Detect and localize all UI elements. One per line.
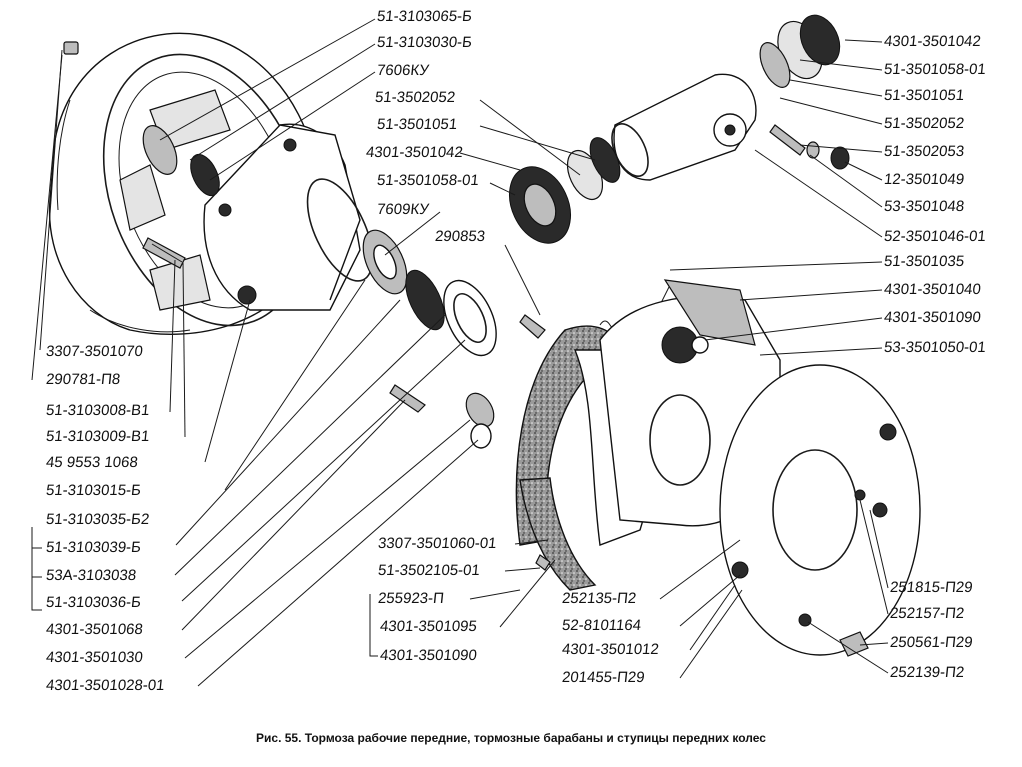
piston-left bbox=[566, 137, 621, 201]
adjuster-eccentric bbox=[389, 314, 551, 571]
label-52-8101164: 52-8101164 bbox=[561, 617, 642, 634]
label-51-3103015-b: 51-3103015-Б bbox=[45, 482, 142, 499]
brake-shoe-rear bbox=[519, 477, 597, 591]
label-51-3103039-b: 51-3103039-Б bbox=[45, 539, 142, 556]
label-4301-3501040: 4301-3501040 bbox=[883, 281, 982, 298]
label-51-3103035-b2: 51-3103035-Б2 bbox=[45, 511, 151, 528]
label-51-3103065-b: 51-3103065-Б bbox=[376, 8, 473, 25]
label-250561-p29: 250561-П29 bbox=[889, 634, 974, 651]
label-51-3501051-a: 51-3501051 bbox=[376, 116, 459, 133]
label-3307-3501070: 3307-3501070 bbox=[45, 343, 144, 360]
label-4301-3501090-b: 4301-3501090 bbox=[883, 309, 982, 326]
wheel-hub bbox=[203, 123, 374, 311]
label-4301-3501012: 4301-3501012 bbox=[561, 641, 660, 658]
label-51-3103030-b: 51-3103030-Б bbox=[376, 34, 473, 51]
label-51-3103008-v1: 51-3103008-В1 bbox=[45, 402, 151, 419]
label-51-3501058-01-a: 51-3501058-01 bbox=[376, 172, 480, 189]
label-51-3502053: 51-3502053 bbox=[883, 143, 966, 160]
label-52-3501046-01: 52-3501046-01 bbox=[883, 228, 987, 245]
label-51-3502052-a: 51-3502052 bbox=[374, 89, 457, 106]
label-251815-p29: 251815-П29 bbox=[889, 579, 974, 596]
label-290781-p8: 290781-П8 bbox=[45, 371, 122, 388]
label-51-3103009-v1: 51-3103009-В1 bbox=[45, 428, 151, 445]
label-53-3501048: 53-3501048 bbox=[883, 198, 966, 215]
label-3307-3501060-01: 3307-3501060-01 bbox=[377, 535, 498, 552]
hub-seal bbox=[443, 279, 497, 357]
label-12-3501049: 12-3501049 bbox=[883, 171, 966, 188]
label-4301-3501090-c: 4301-3501090 bbox=[379, 647, 478, 664]
dust-boot-left bbox=[509, 166, 571, 244]
anchor-bracket bbox=[719, 364, 921, 657]
label-7606ku: 7606КУ bbox=[376, 62, 430, 79]
label-290853: 290853 bbox=[434, 228, 487, 245]
figure-caption: Рис. 55. Тормоза рабочие передние, тормо… bbox=[256, 731, 766, 745]
label-7609ku: 7609КУ bbox=[376, 201, 430, 218]
bleeder-screw bbox=[769, 124, 850, 170]
label-4301-3501030: 4301-3501030 bbox=[45, 649, 144, 666]
label-51-3501035: 51-3501035 bbox=[883, 253, 966, 270]
label-201455-p29: 201455-П29 bbox=[561, 669, 646, 686]
label-4301-3501068: 4301-3501068 bbox=[45, 621, 144, 638]
label-4301-3501042-a: 4301-3501042 bbox=[365, 144, 464, 161]
label-51-3502105-01: 51-3502105-01 bbox=[377, 562, 481, 579]
label-53-3501050-01: 53-3501050-01 bbox=[883, 339, 987, 356]
label-4301-3501028-01: 4301-3501028-01 bbox=[45, 677, 166, 694]
label-45-9553-1068: 45 9553 1068 bbox=[45, 454, 139, 471]
leader-lines bbox=[31, 18, 889, 687]
label-4301-3501042-b: 4301-3501042 bbox=[883, 33, 982, 50]
label-252157-p2: 252157-П2 bbox=[889, 605, 966, 622]
label-4301-3501095: 4301-3501095 bbox=[379, 618, 478, 635]
label-51-3103036-b: 51-3103036-Б bbox=[45, 594, 142, 611]
piston-right bbox=[759, 14, 841, 88]
label-51-3502052-b: 51-3502052 bbox=[883, 115, 966, 132]
label-252135-p2: 252135-П2 bbox=[561, 590, 638, 607]
label-53a-3103038: 53А-3103038 bbox=[45, 567, 138, 584]
label-51-3501058-01-b: 51-3501058-01 bbox=[883, 61, 987, 78]
wheel-cylinder-top bbox=[611, 73, 757, 181]
outer-bearing bbox=[142, 125, 220, 197]
label-51-3501051-b: 51-3501051 bbox=[883, 87, 966, 104]
label-252139-p2: 252139-П2 bbox=[889, 664, 966, 681]
label-255923-p: 255923-П bbox=[377, 590, 445, 607]
drum-plug bbox=[63, 41, 79, 55]
